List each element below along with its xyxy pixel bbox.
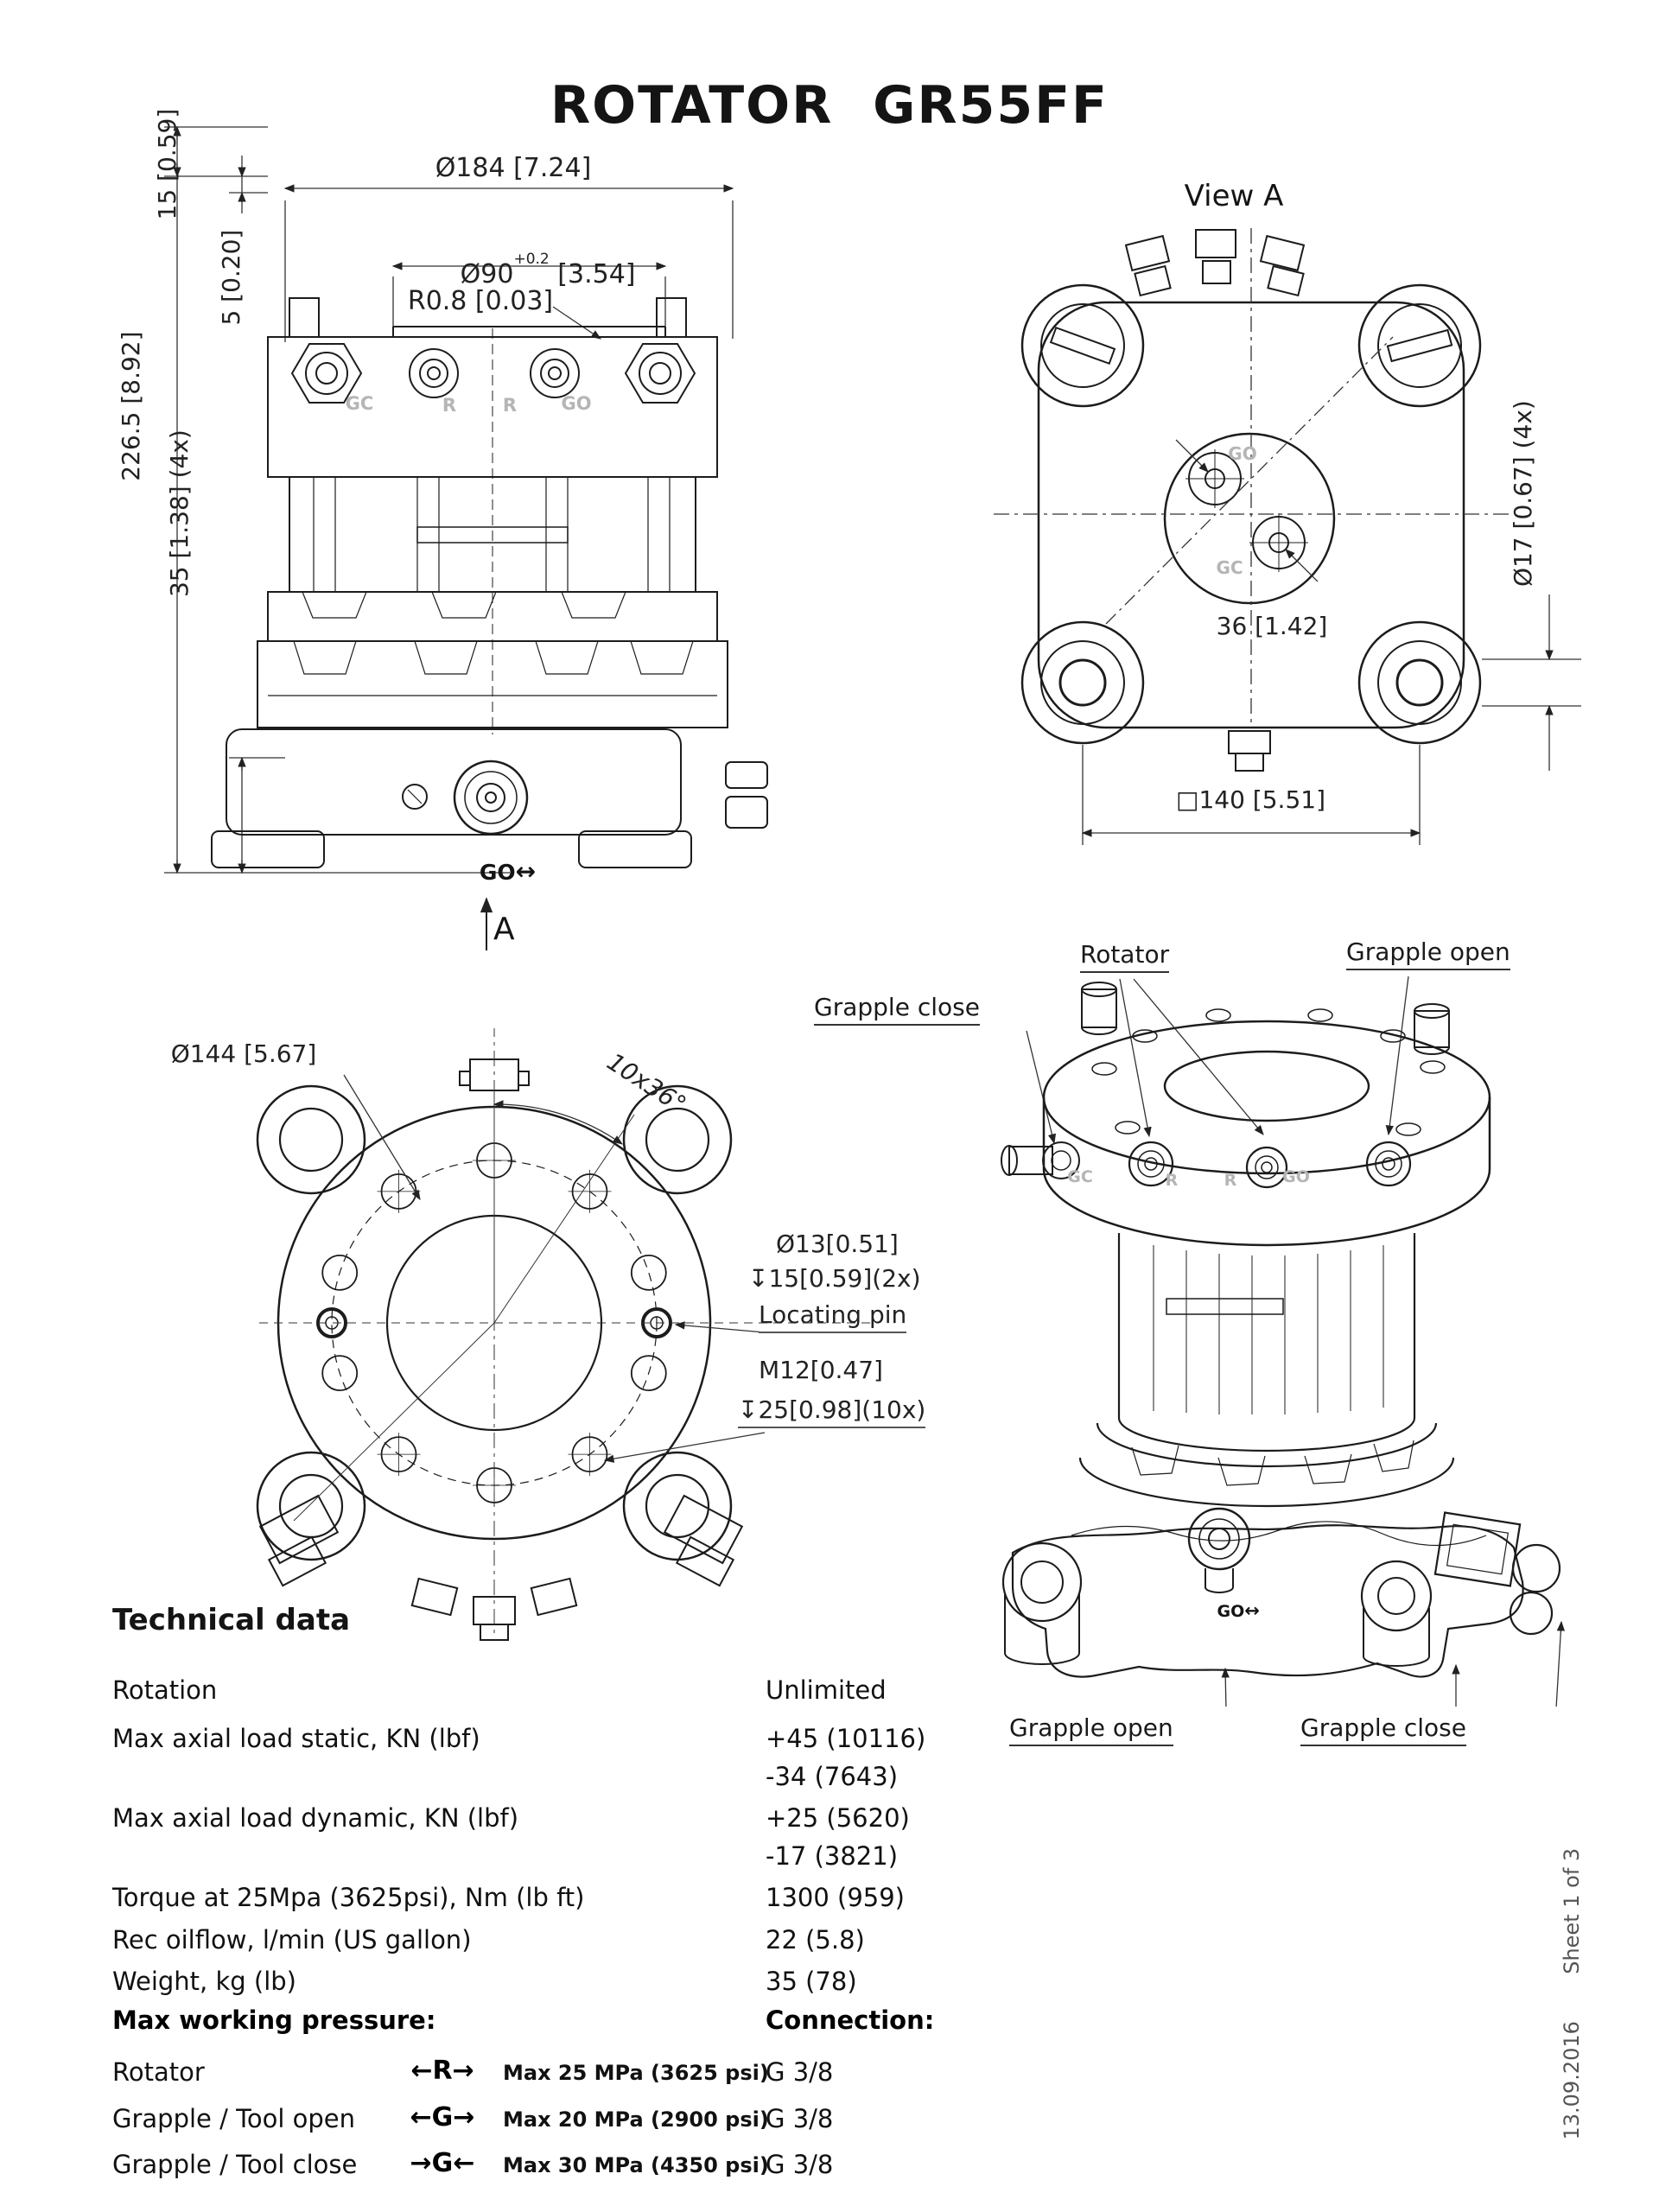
pressure-row-label: Rotator bbox=[112, 2057, 205, 2087]
sheet-date: 13.09.2016 bbox=[1560, 2021, 1585, 2140]
iso-port-label-r1: R bbox=[1165, 1171, 1179, 1190]
front-go-text: GO bbox=[479, 859, 516, 885]
technical-data-heading: Technical data bbox=[112, 1603, 351, 1637]
callout-dia13: Ø13[0.51] bbox=[776, 1230, 899, 1258]
table-row-value: 35 (78) bbox=[766, 1967, 857, 1996]
connection-heading: Connection: bbox=[766, 2005, 935, 2035]
dim-5: 5 [0.20] bbox=[216, 229, 245, 326]
dim-dia90: Ø90+0.2 [3.54] bbox=[385, 230, 678, 320]
view-a-body bbox=[1020, 229, 1482, 772]
front-body-outline bbox=[211, 297, 768, 950]
pressure-row-connection: G 3/8 bbox=[766, 2104, 834, 2133]
dim-17: Ø17 [0.67] (4x) bbox=[1508, 400, 1537, 588]
front-port-label-gc: GC bbox=[345, 393, 374, 414]
front-port-label-go: GO bbox=[561, 393, 592, 414]
ear-lobes bbox=[256, 1084, 733, 1561]
pressure-arrow-icon: ←R→ bbox=[410, 2056, 474, 2086]
table-row-value: 1300 (959) bbox=[766, 1883, 906, 1912]
table-row-label: Max axial load dynamic, KN (lbf) bbox=[112, 1803, 519, 1833]
iso-label-rotator: Rotator bbox=[1080, 940, 1170, 974]
sheet-number: Sheet 1 of 3 bbox=[1560, 1847, 1585, 1974]
table-row-label: Torque at 25Mpa (3625psi), Nm (lb ft) bbox=[112, 1883, 585, 1912]
view-a-hole-label-go: GO bbox=[1228, 443, 1257, 464]
iso-port-label-r2: R bbox=[1224, 1171, 1237, 1190]
iso-body bbox=[1001, 982, 1561, 1678]
iso-view-drawing bbox=[1001, 976, 1566, 1707]
bottom-view-dimension-lines bbox=[259, 1028, 878, 1638]
dim-r08: R0.8 [0.03] bbox=[407, 286, 554, 316]
table-row-value: 22 (5.8) bbox=[766, 1925, 865, 1955]
front-port-label-r1: R bbox=[442, 395, 457, 416]
front-go-arrow-icon: ↔ bbox=[515, 856, 537, 886]
callout-locating-pin: Locating pin bbox=[759, 1300, 907, 1334]
callout-depth25: ↧25[0.98](10x) bbox=[738, 1395, 926, 1429]
max-working-pressure-heading: Max working pressure: bbox=[112, 2005, 436, 2035]
bottom-view-drawing bbox=[256, 1028, 878, 1641]
pressure-row-value: Max 25 MPa (3625 psi) bbox=[503, 2061, 769, 2085]
dim-dia144: Ø144 [5.67] bbox=[170, 1039, 317, 1068]
table-row-value: +45 (10116) bbox=[766, 1724, 926, 1753]
iso-studs bbox=[1081, 982, 1450, 1055]
view-a-dimension-lines bbox=[994, 228, 1581, 845]
dim-35: 35 [1.38] (4x) bbox=[164, 429, 194, 598]
dim-226-5: 226.5 [8.92] bbox=[116, 331, 145, 481]
iso-go-marking: GO↔ bbox=[1194, 1581, 1260, 1641]
table-row-value: +25 (5620) bbox=[766, 1803, 910, 1833]
iso-go-text: GO bbox=[1217, 1601, 1245, 1621]
iso-ribs bbox=[1153, 1245, 1384, 1414]
front-view-drawing bbox=[164, 125, 768, 950]
dim-dia90-inch: [3.54] bbox=[557, 258, 636, 289]
iso-right-block bbox=[1433, 1511, 1522, 1587]
iso-label-grapple-close-bottom: Grapple close bbox=[1300, 1713, 1466, 1747]
pressure-row-value: Max 30 MPa (4350 psi) bbox=[503, 2153, 769, 2177]
table-row-label: Max axial load static, KN (lbf) bbox=[112, 1724, 480, 1753]
front-port-label-r2: R bbox=[502, 395, 518, 416]
front-dimension-lines bbox=[164, 125, 734, 874]
view-a-drawing bbox=[994, 228, 1581, 845]
iso-go-arrow-icon: ↔ bbox=[1244, 1599, 1260, 1621]
table-row-value: Unlimited bbox=[766, 1675, 887, 1705]
view-a-hole-label-gc: GC bbox=[1216, 557, 1243, 578]
table-row-label: Rotation bbox=[112, 1675, 218, 1705]
iso-label-grapple-open-top: Grapple open bbox=[1346, 938, 1510, 971]
iso-flange-holes bbox=[1091, 1008, 1446, 1136]
iso-port-label-go: GO bbox=[1282, 1167, 1310, 1186]
dim-dia90-base: Ø90 bbox=[460, 258, 514, 289]
table-row-value: -34 (7643) bbox=[766, 1762, 899, 1791]
dim-dia184: Ø184 [7.24] bbox=[435, 153, 592, 183]
iso-collar-teeth bbox=[1131, 1440, 1414, 1486]
iso-ports bbox=[1001, 1141, 1412, 1189]
dim-36: 36 [1.42] bbox=[1216, 612, 1328, 640]
dim-dia90-tolerance: +0.2 bbox=[513, 250, 550, 268]
iso-label-grapple-open-bottom: Grapple open bbox=[1009, 1713, 1173, 1747]
pressure-row-connection: G 3/8 bbox=[766, 2057, 834, 2087]
pressure-row-label: Grapple / Tool close bbox=[112, 2150, 358, 2179]
table-row-label: Weight, kg (lb) bbox=[112, 1967, 296, 1996]
callout-m12: M12[0.47] bbox=[759, 1356, 883, 1384]
section-arrow-label: A bbox=[493, 912, 515, 947]
front-go-marking: GO↔ bbox=[449, 833, 536, 911]
iso-label-grapple-close-top: Grapple close bbox=[814, 993, 980, 1027]
iso-leader-lines bbox=[1026, 976, 1566, 1707]
table-row-label: Rec oilflow, l/min (US gallon) bbox=[112, 1925, 472, 1955]
page-title: ROTATOR GR55FF bbox=[550, 75, 1109, 136]
iso-port-label-gc: GC bbox=[1067, 1167, 1093, 1186]
callout-depth15: ↧15[0.59](2x) bbox=[748, 1264, 921, 1293]
pressure-arrow-icon: ←G→ bbox=[410, 2102, 475, 2133]
dim-15: 15 [0.59] bbox=[152, 108, 181, 220]
pressure-row-label: Grapple / Tool open bbox=[112, 2104, 356, 2133]
bottom-bolts bbox=[258, 1058, 744, 1641]
pressure-row-connection: G 3/8 bbox=[766, 2150, 834, 2179]
pressure-arrow-icon: →G← bbox=[410, 2148, 475, 2178]
dim-140: □140 [5.51] bbox=[1176, 785, 1325, 814]
bottom-view-body bbox=[256, 1058, 744, 1641]
table-row-value: -17 (3821) bbox=[766, 1841, 899, 1871]
view-a-title: View A bbox=[1184, 179, 1284, 213]
pressure-row-value: Max 20 MPa (2900 psi) bbox=[503, 2107, 769, 2132]
